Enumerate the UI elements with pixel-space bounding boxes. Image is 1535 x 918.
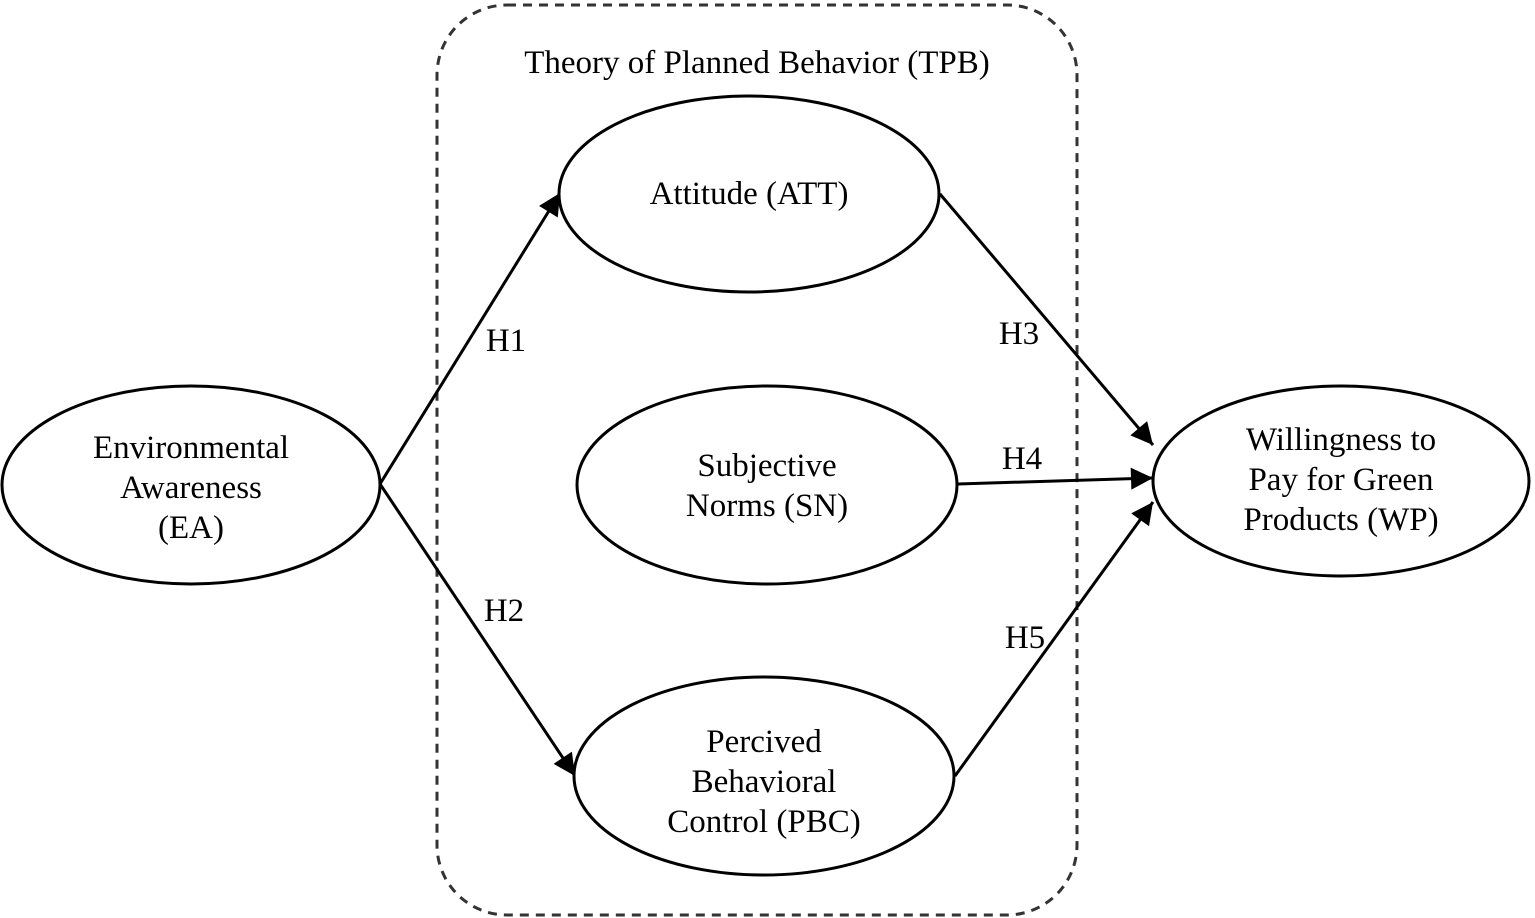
node-ea-line-3: (EA) bbox=[158, 510, 224, 546]
node-perceived-behavioral-control: Percived Behavioral Control (PBC) bbox=[572, 675, 956, 877]
edge-ea-to-pbc bbox=[378, 483, 577, 777]
node-wp-line-1: Willingness to bbox=[1246, 422, 1436, 458]
edge-att-to-wp bbox=[938, 193, 1155, 446]
node-attitude: Attitude (ATT) bbox=[557, 94, 941, 294]
edge-label-h2: H2 bbox=[484, 593, 524, 629]
node-att-line-1: Attitude (ATT) bbox=[650, 176, 849, 212]
node-pbc-line-2: Behavioral bbox=[692, 764, 837, 800]
tpb-group-box bbox=[435, 3, 1079, 917]
edge-ea-to-att bbox=[378, 192, 562, 485]
edge-label-h1: H1 bbox=[486, 323, 526, 359]
node-willingness-to-pay: Willingness to Pay for Green Products (W… bbox=[1151, 384, 1531, 578]
tpb-group-title: Theory of Planned Behavior (TPB) bbox=[524, 45, 990, 81]
edge-label-h4: H4 bbox=[1002, 441, 1042, 477]
node-sn-line-1: Subjective bbox=[697, 448, 836, 484]
edge-label-h3: H3 bbox=[999, 316, 1039, 352]
node-pbc-line-3: Control (PBC) bbox=[667, 804, 860, 840]
edge-label-h5: H5 bbox=[1005, 620, 1045, 656]
node-ea-line-1: Environmental bbox=[93, 430, 289, 466]
node-pbc-line-1: Percived bbox=[706, 724, 822, 760]
node-wp-line-3: Products (WP) bbox=[1243, 502, 1438, 538]
edge-sn-to-wp bbox=[957, 467, 1154, 490]
node-subjective-norms: Subjective Norms (SN) bbox=[575, 384, 959, 586]
node-wp-line-2: Pay for Green bbox=[1248, 462, 1433, 498]
node-environmental-awareness: Environmental Awareness (EA) bbox=[0, 384, 382, 586]
node-ea-line-2: Awareness bbox=[120, 470, 262, 506]
edge-pbc-to-wp bbox=[953, 501, 1155, 777]
node-sn-line-2: Norms (SN) bbox=[686, 488, 848, 524]
